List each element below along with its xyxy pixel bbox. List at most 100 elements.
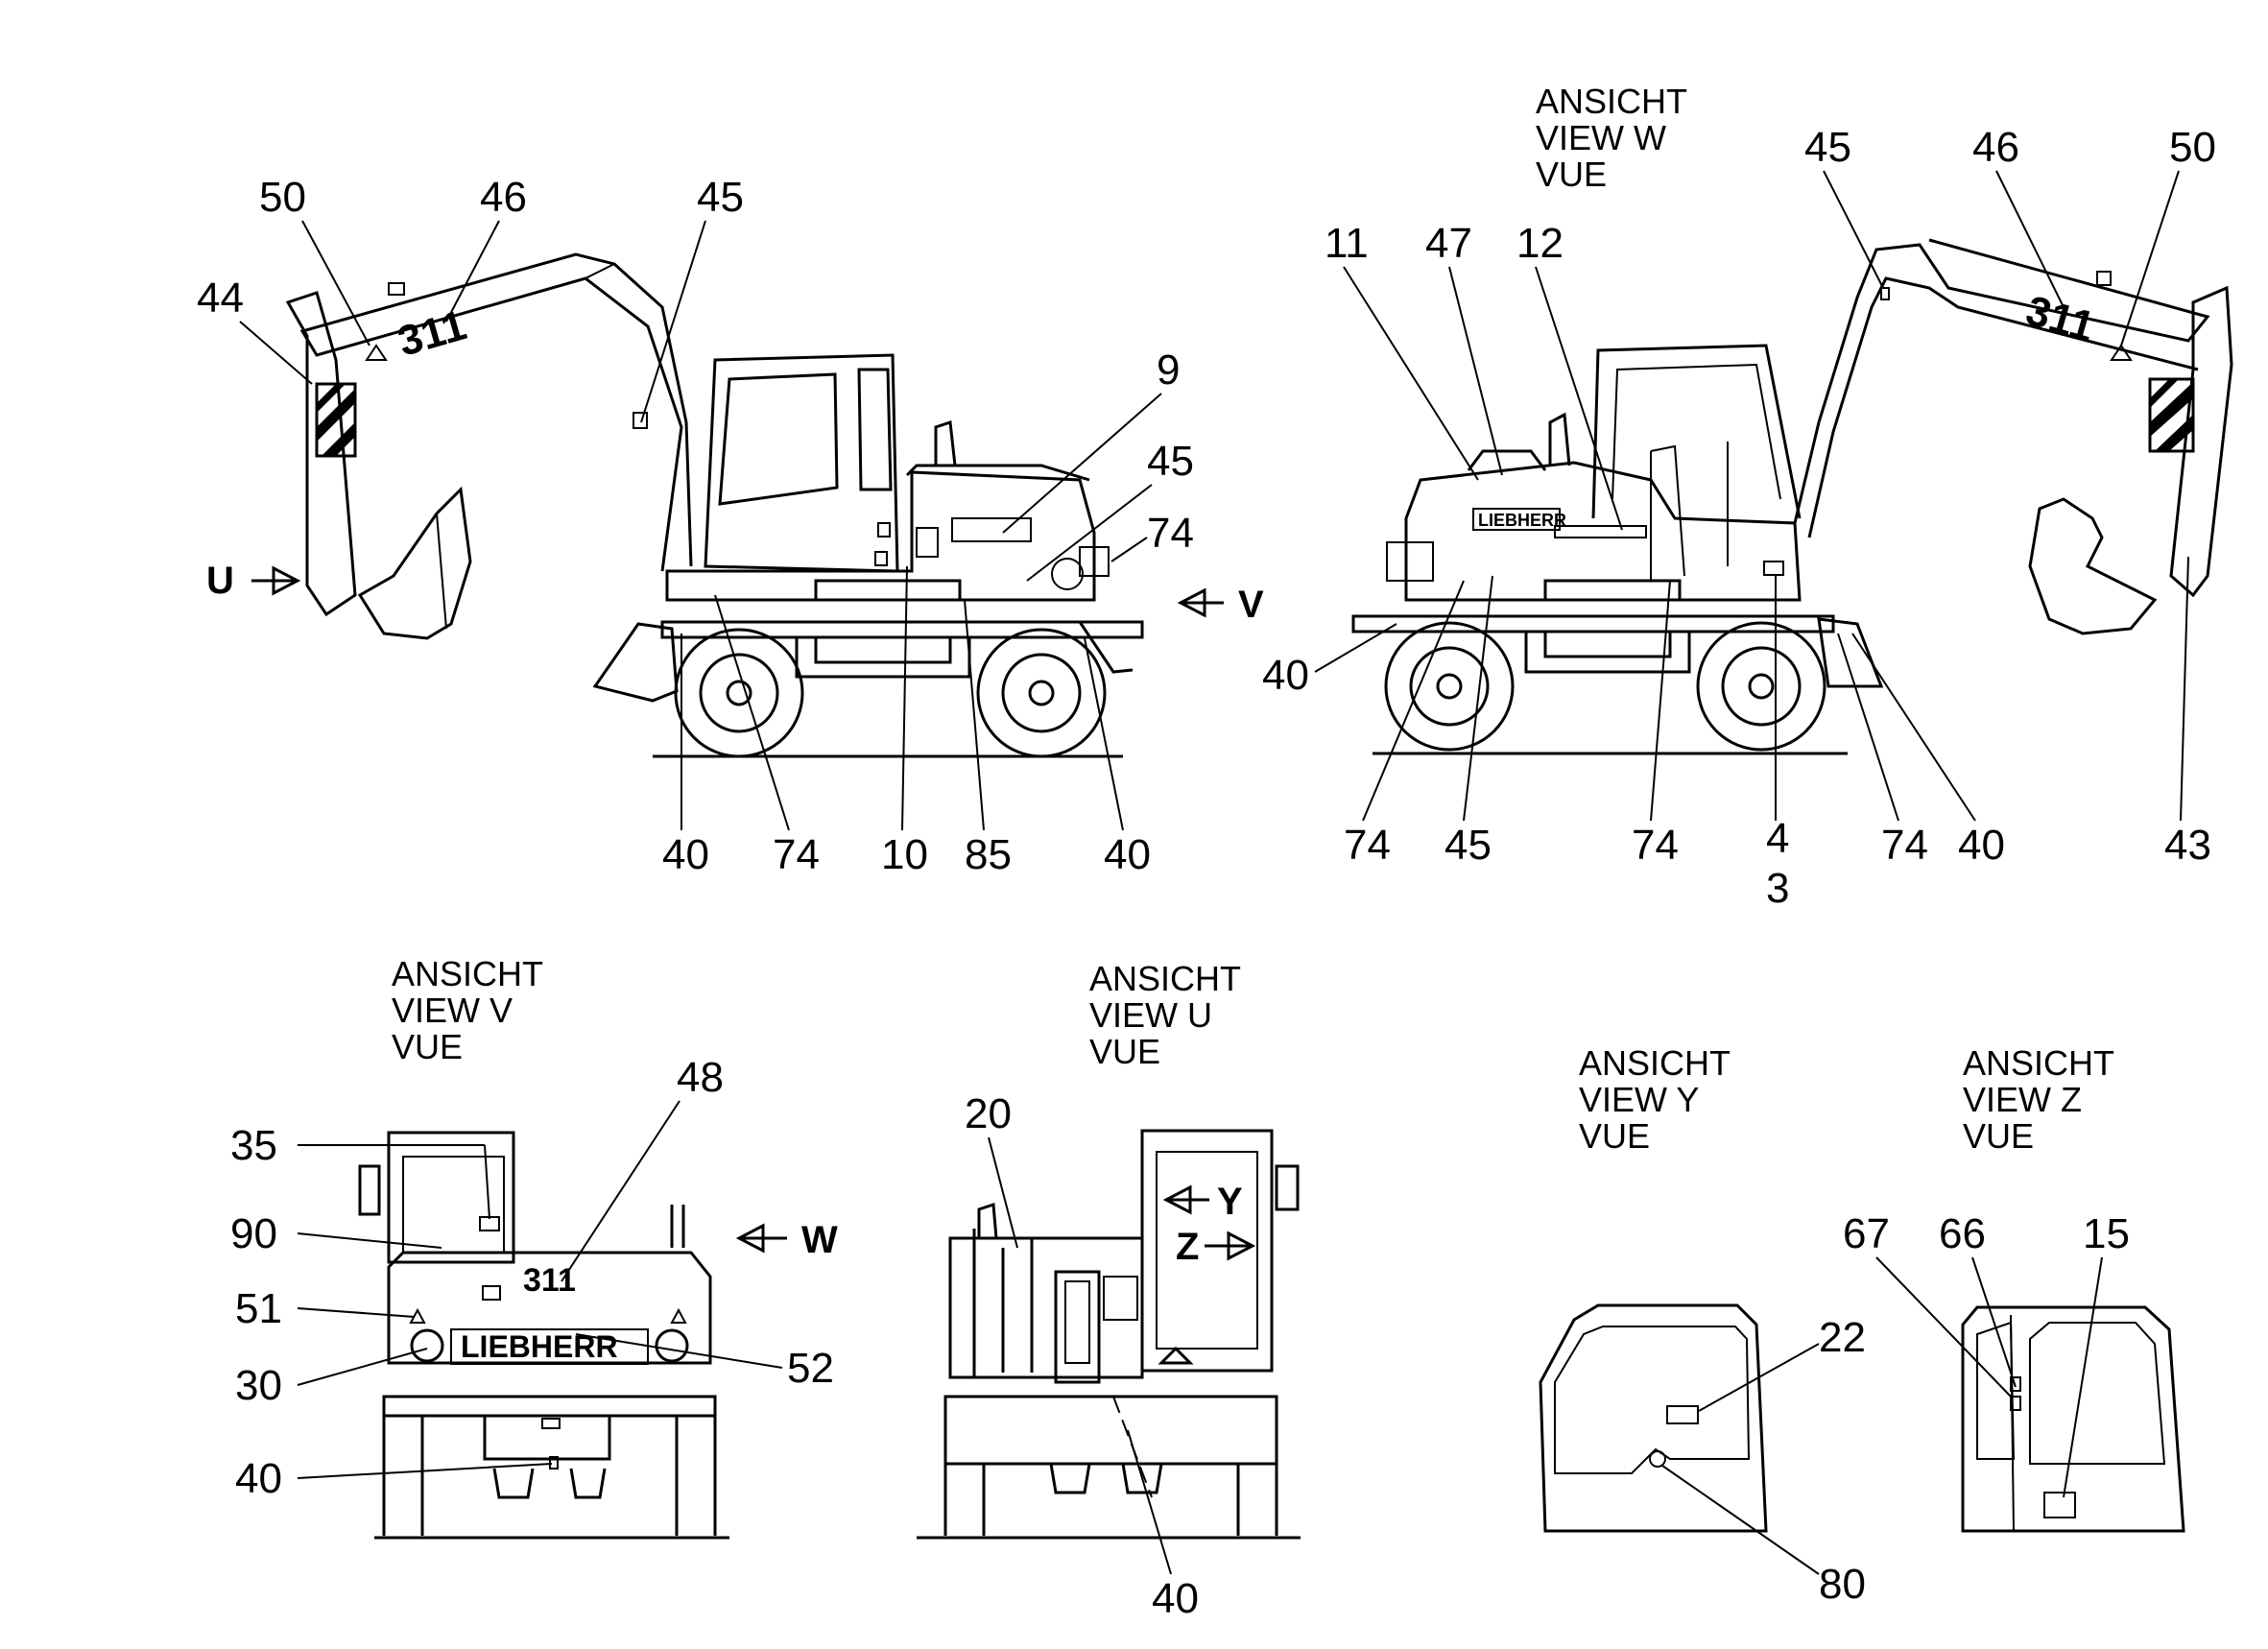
view-y-cab-door: ANSICHT VIEW Y VUE 22 80 — [1539, 1043, 1866, 1608]
view-label-y: ANSICHT VIEW Y VUE — [1579, 1043, 1731, 1156]
view-label-line: VIEW V — [392, 991, 513, 1030]
model-decal-text: 311 — [393, 301, 471, 366]
callout-number: 45 — [1444, 822, 1492, 869]
callouts-view-z: 67 66 15 — [1843, 1210, 2130, 1498]
model-decal-right: 311 — [2021, 287, 2100, 351]
model-decal-left: 311 — [393, 301, 471, 366]
callout-number: 44 — [197, 275, 244, 322]
callout-number: 35 — [230, 1122, 277, 1169]
view-u-front: ANSICHT VIEW U VUE Y Z — [917, 959, 1301, 1622]
view-arrow-w: W — [735, 1219, 838, 1261]
view-label-line: VUE — [392, 1027, 463, 1066]
view-arrow-label: Y — [1217, 1181, 1243, 1223]
view-label-line: ANSICHT — [392, 954, 543, 993]
view-label-line: ANSICHT — [1579, 1043, 1731, 1083]
warning-triangle-icon — [2110, 344, 2133, 361]
callout-number: 10 — [881, 831, 928, 878]
callouts-view-v: 48 35 90 51 30 52 40 — [230, 1054, 834, 1502]
view-arrow-label: V — [1238, 584, 1264, 626]
callout-number: 3 — [1766, 865, 1789, 912]
callout-number: 85 — [965, 831, 1012, 878]
view-arrow-z: Z — [1176, 1226, 1256, 1268]
callout-number: 40 — [235, 1455, 282, 1502]
callout-number: 74 — [1344, 822, 1391, 869]
callout-number: 47 — [1425, 220, 1472, 267]
model-decal-rear: 311 — [523, 1262, 576, 1299]
callout-number: 74 — [773, 831, 820, 878]
view-z-cab-door: ANSICHT VIEW Z VUE 67 66 15 — [1843, 1043, 2185, 1533]
callout-number: 9 — [1157, 347, 1180, 394]
callout-number: 4 — [1766, 815, 1789, 862]
hazard-stripes-right — [2148, 377, 2195, 453]
callout-number: 12 — [1516, 220, 1564, 267]
callout-number: 74 — [1147, 510, 1194, 557]
model-decal-text-right: 311 — [2021, 287, 2100, 351]
view-label-line: VUE — [1963, 1116, 2034, 1156]
callout-number: 74 — [1632, 822, 1679, 869]
callout-number: 40 — [662, 831, 709, 878]
callout-number: 45 — [697, 174, 744, 221]
view-label-line: VIEW Z — [1963, 1080, 2082, 1119]
front-wheel-left-view — [976, 628, 1107, 758]
view-label-line: VUE — [1536, 155, 1607, 194]
warning-triangle-icon — [365, 344, 388, 361]
front-wheel-right-view — [1696, 621, 1826, 752]
view-label-line: ANSICHT — [1536, 82, 1687, 121]
callout-number: 66 — [1939, 1210, 1986, 1257]
callout-number: 43 — [2164, 822, 2211, 869]
callout-number: 22 — [1819, 1314, 1866, 1361]
callout-number: 15 — [2083, 1210, 2130, 1257]
view-v-rear: ANSICHT VIEW V VUE LIEBHERR 311 W — [230, 954, 838, 1540]
view-label-line: VIEW W — [1536, 118, 1666, 157]
view-label-line: ANSICHT — [1089, 959, 1241, 998]
callout-number: 40 — [1152, 1575, 1199, 1622]
view-arrow-y: Y — [1162, 1181, 1243, 1223]
callout-number: 11 — [1325, 220, 1369, 267]
callout-number: 20 — [965, 1090, 1012, 1137]
view-label-line: VUE — [1579, 1116, 1650, 1156]
callout-number: 74 — [1881, 822, 1928, 869]
callouts-view-y: 22 80 — [1661, 1314, 1866, 1608]
view-arrow-u: U — [206, 560, 301, 602]
callout-number: 40 — [1262, 652, 1309, 699]
callout-number: 40 — [1958, 822, 2005, 869]
view-label-u: ANSICHT VIEW U VUE — [1089, 959, 1241, 1071]
brand-decal-right-side: LIEBHERR — [1478, 511, 1566, 530]
callout-number: 80 — [1819, 1561, 1866, 1608]
callout-number: 90 — [230, 1210, 277, 1257]
callouts-view-u: 20 40 — [965, 1090, 1199, 1622]
warning-triangle-icon — [670, 1307, 687, 1324]
view-arrow-label: U — [206, 560, 234, 602]
callout-number: 45 — [1804, 124, 1851, 171]
left-side-view: 311 U V 50 46 45 44 9 45 74 40 — [197, 174, 1264, 878]
view-label-line: VUE — [1089, 1032, 1160, 1071]
callouts-right-side: 11 47 12 45 46 50 40 74 45 74 4 3 74 4 — [1262, 124, 2216, 912]
hazard-stripes-left — [315, 382, 357, 458]
view-label-line: VIEW Y — [1579, 1080, 1699, 1119]
view-arrow-label: Z — [1176, 1226, 1199, 1268]
callout-number: 51 — [235, 1285, 282, 1332]
callout-number: 46 — [1972, 124, 2019, 171]
view-label-v: ANSICHT VIEW V VUE — [392, 954, 543, 1066]
callouts-left-side: 50 46 45 44 9 45 74 40 74 10 85 40 — [197, 174, 1194, 878]
callout-number: 52 — [787, 1345, 834, 1392]
view-arrow-label: W — [801, 1219, 838, 1261]
callout-number: 46 — [480, 174, 527, 221]
callout-number: 45 — [1147, 438, 1194, 485]
rear-wheel-right-view — [1384, 621, 1515, 752]
view-label-line: VIEW U — [1089, 995, 1212, 1035]
rear-wheel-left-view — [674, 628, 804, 758]
callout-number: 48 — [677, 1054, 724, 1101]
view-arrow-v: V — [1177, 584, 1264, 626]
view-label-w: ANSICHT VIEW W VUE — [1536, 82, 1687, 194]
view-label-line: ANSICHT — [1963, 1043, 2114, 1083]
callout-number: 50 — [2169, 124, 2216, 171]
callout-number: 50 — [259, 174, 306, 221]
brand-decal-rear: LIEBHERR — [461, 1329, 618, 1364]
callout-number: 40 — [1104, 831, 1151, 878]
right-side-view: ANSICHT VIEW W VUE LIEBHERR — [1262, 82, 2233, 912]
view-label-z: ANSICHT VIEW Z VUE — [1963, 1043, 2114, 1156]
callout-number: 67 — [1843, 1210, 1890, 1257]
callout-number: 30 — [235, 1362, 282, 1409]
